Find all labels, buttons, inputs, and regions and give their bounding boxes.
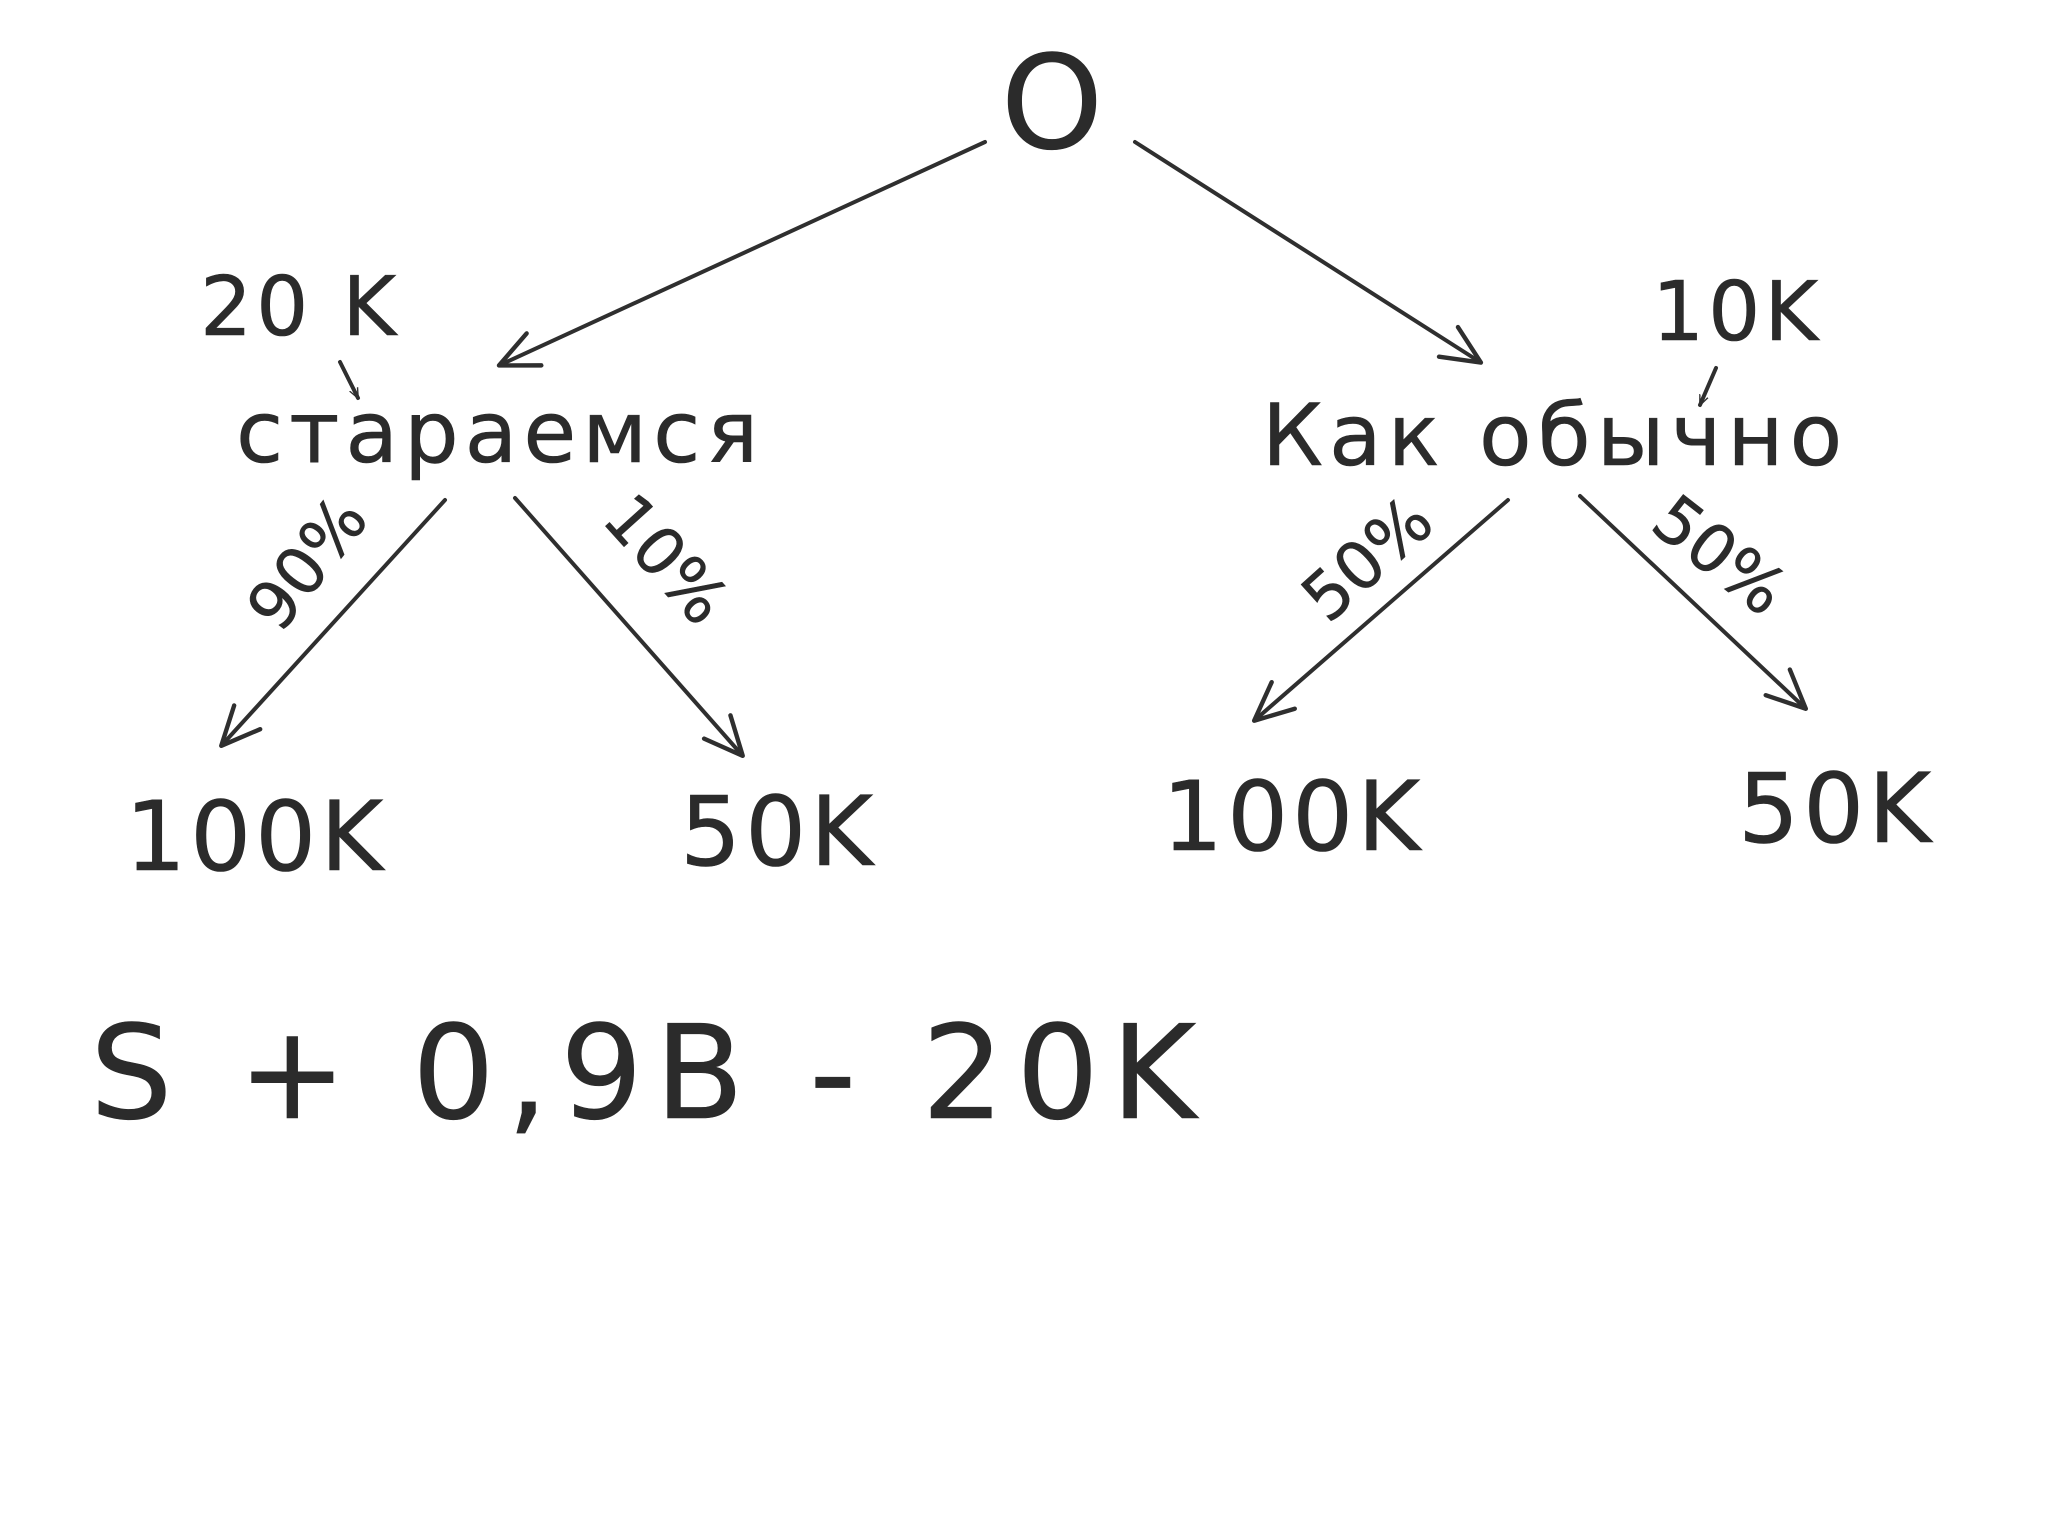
arrow-right-to-outcome-2 (1578, 494, 1809, 711)
right-cost-label: 10K (1652, 265, 1822, 360)
right-choice-label: Как обычно (1262, 386, 1848, 486)
root-node: O (1001, 27, 1103, 179)
right-outcome-1-probability: 50% (1287, 482, 1448, 637)
left-cost-label: 20 K (200, 260, 400, 355)
right-cost-arrow (1698, 366, 1718, 407)
arrow-root-to-right-choice (1133, 140, 1484, 365)
arrow-right-to-outcome-1 (1251, 498, 1510, 723)
arrow-left-to-outcome-2 (513, 496, 745, 759)
arrow-root-to-left-choice (496, 140, 987, 368)
left-outcome-1-value: 100K (125, 781, 387, 893)
right-outcome-1-value: 100K (1162, 761, 1424, 873)
right-outcome-2-value: 50K (1738, 753, 1935, 865)
left-cost-arrow (338, 360, 360, 400)
arrow-left-to-outcome-1 (219, 498, 447, 749)
right-outcome-2-probability: 50% (1638, 480, 1801, 631)
left-outcome-2-value: 50K (680, 776, 877, 888)
expected-value-formula: S + 0,9B - 20K (90, 997, 1208, 1149)
left-outcome-2-probability: 10% (588, 479, 743, 640)
left-outcome-1-probability: 90% (232, 482, 383, 645)
left-choice-label: стараемся (236, 383, 764, 483)
